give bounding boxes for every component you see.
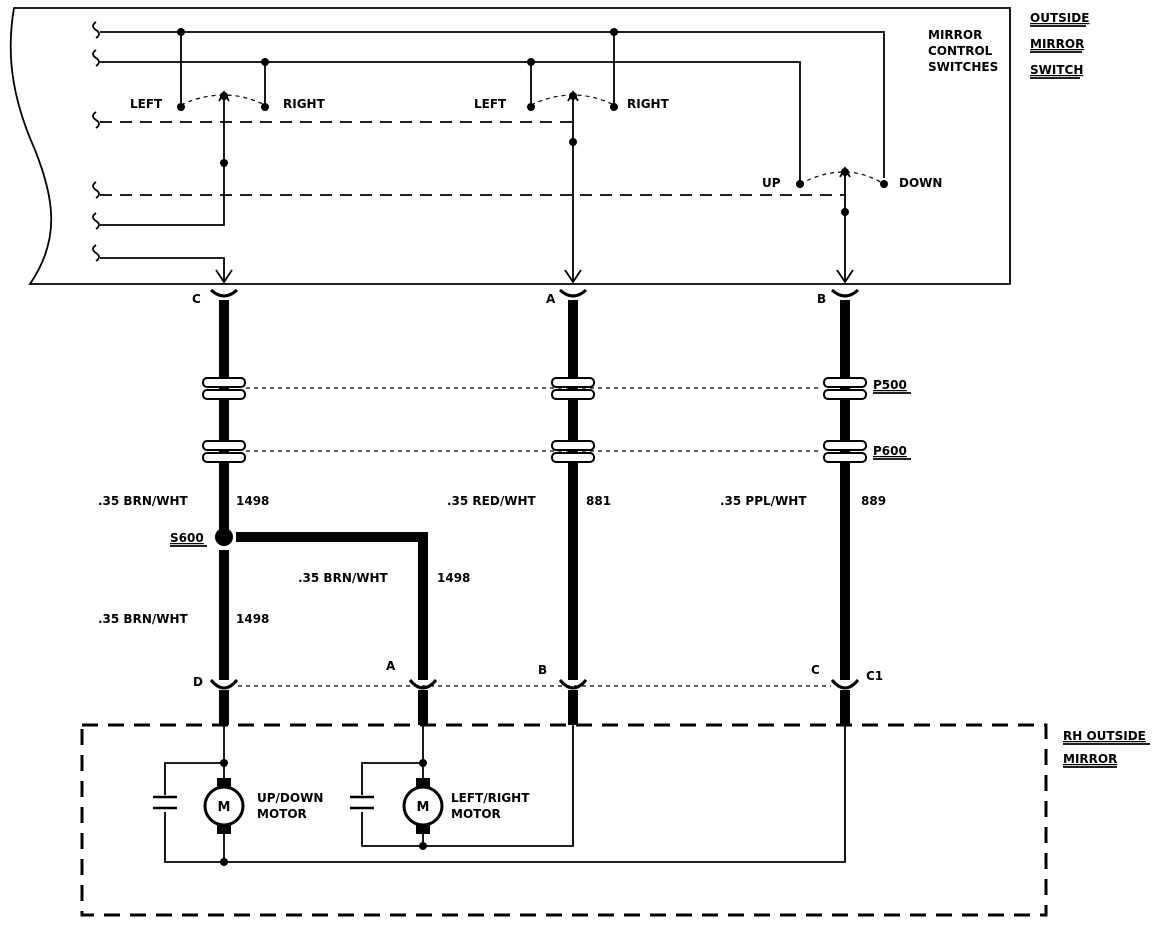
- switch-label-down: DOWN: [899, 176, 942, 190]
- bottom-connector-pin-a: A: [386, 659, 396, 673]
- rh-mirror-label-line-1: RH OUTSIDE: [1063, 729, 1146, 743]
- wire-a-color: .35 RED/WHT: [447, 494, 536, 508]
- s600-label: S600: [170, 531, 204, 545]
- switch-component-label: OUTSIDE MIRROR SWITCH: [1030, 11, 1089, 77]
- top-connector-shells: [209, 288, 860, 298]
- bottom-connector-pin-d: D: [193, 675, 203, 689]
- wire-a-circuit: 881: [586, 494, 611, 508]
- switch-label-up: UP: [762, 176, 781, 190]
- motor-1-label-line-1: UP/DOWN: [257, 791, 323, 805]
- switch-label-left-2: LEFT: [474, 97, 507, 111]
- mirror-junction-dots: [220, 759, 427, 866]
- capacitor-1: [153, 795, 177, 810]
- switch-block-label-line-1: MIRROR: [928, 28, 982, 42]
- wire-branch-circuit: 1498: [437, 571, 470, 585]
- rh-mirror-label-line-2: MIRROR: [1063, 752, 1117, 766]
- p500-label: P500: [873, 378, 907, 392]
- switch-component-label-line-3: SWITCH: [1030, 63, 1083, 77]
- switch-block-label-line-3: SWITCHES: [928, 60, 998, 74]
- switch-block-label-line-2: CONTROL: [928, 44, 993, 58]
- top-connector-pin-c: C: [192, 292, 201, 306]
- motor-1-label-line-2: MOTOR: [257, 807, 307, 821]
- wire-b-circuit: 889: [861, 494, 886, 508]
- rh-mirror-label-underlines: [1063, 743, 1150, 768]
- bottom-connector-pin-b: B: [538, 663, 547, 677]
- top-connector-pin-b: B: [817, 292, 826, 306]
- wire-c-lower-circuit: 1498: [236, 612, 269, 626]
- switch-label-left-1: LEFT: [130, 97, 163, 111]
- switch-left-terminals: [92, 21, 100, 262]
- p600-label: P600: [873, 444, 907, 458]
- rh-outside-mirror-outline: [80, 723, 1048, 917]
- wire-c-upper-circuit: 1498: [236, 494, 269, 508]
- switch-component-label-line-1: OUTSIDE: [1030, 11, 1089, 25]
- motor-2-symbol: M: [417, 800, 430, 815]
- c1-label: C1: [866, 669, 883, 683]
- switch-component-label-line-2: MIRROR: [1030, 37, 1084, 51]
- wire-branch-color: .35 BRN/WHT: [298, 571, 389, 585]
- motor-1-symbol: M: [218, 800, 231, 815]
- top-connector-pin-a: A: [546, 292, 556, 306]
- rh-mirror-label: RH OUTSIDE MIRROR: [1063, 729, 1146, 766]
- bottom-connector-pins: [219, 690, 850, 725]
- wire-b-color: .35 PPL/WHT: [720, 494, 807, 508]
- wire-c-upper-color: .35 BRN/WHT: [98, 494, 189, 508]
- left-right-motor: M: [402, 778, 444, 834]
- splice-s600-dot: [215, 528, 233, 546]
- capacitor-2: [350, 795, 374, 810]
- switch-housing-outline: [9, 7, 1011, 285]
- harness-wires: [219, 300, 850, 680]
- switch-pole-markers: [218, 90, 851, 178]
- switch-label-right-1: RIGHT: [283, 97, 326, 111]
- wire-c-lower-color: .35 BRN/WHT: [98, 612, 189, 626]
- motor-2-label-line-2: MOTOR: [451, 807, 501, 821]
- switch-block-label: MIRROR CONTROL SWITCHES: [928, 28, 998, 74]
- bottom-connector-pin-c: C: [811, 663, 820, 677]
- bottom-connector-shells: [209, 679, 860, 690]
- switch-internal-wiring: [100, 31, 885, 284]
- inline-connector-p600: [202, 440, 867, 463]
- up-down-motor: M: [203, 778, 245, 834]
- switch-component-underlines: [1030, 25, 1086, 79]
- switch-label-right-2: RIGHT: [627, 97, 670, 111]
- inline-connector-p500: [202, 377, 867, 400]
- motor-2-label-line-1: LEFT/RIGHT: [451, 791, 530, 805]
